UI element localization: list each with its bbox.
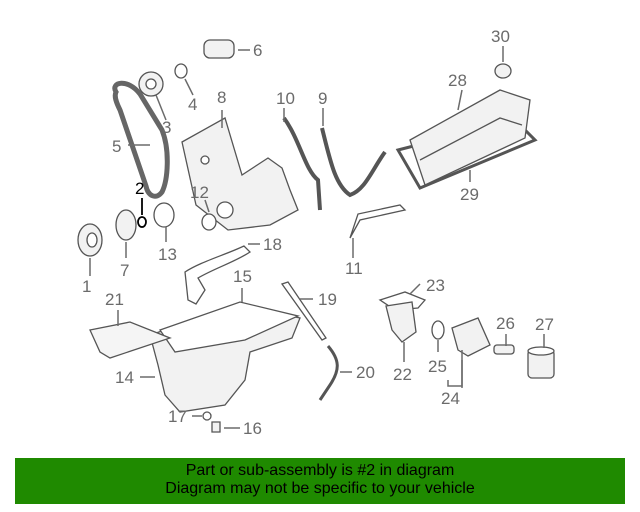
engine-parts-diagram: 1 2 3 4 5 6 7 8 10 9 11 12 13 15 18 19 2… bbox=[77, 27, 555, 438]
callout-4[interactable]: 4 bbox=[188, 95, 197, 114]
callout-26[interactable]: 26 bbox=[496, 314, 515, 333]
oil-pressure-sender bbox=[493, 344, 515, 355]
callout-20[interactable]: 20 bbox=[356, 363, 375, 382]
callout-9[interactable]: 9 bbox=[318, 89, 327, 108]
callout-16[interactable]: 16 bbox=[243, 419, 262, 438]
callout-24[interactable]: 24 bbox=[441, 389, 460, 408]
oil-pan-gasket bbox=[89, 321, 172, 359]
callout-27[interactable]: 27 bbox=[535, 315, 554, 334]
gasket-6 bbox=[203, 39, 235, 59]
banner-line-1: Part or sub-assembly is #2 in diagram bbox=[185, 462, 455, 479]
callout-14[interactable]: 14 bbox=[115, 368, 134, 387]
drain-plug bbox=[211, 421, 221, 433]
callout-29[interactable]: 29 bbox=[460, 185, 479, 204]
front-seal bbox=[153, 202, 175, 228]
callout-2[interactable]: 2 bbox=[135, 179, 144, 198]
gasket-11 bbox=[349, 204, 407, 239]
filter-adapter-seal bbox=[431, 320, 445, 340]
part-2-seal bbox=[137, 216, 147, 228]
dipstick bbox=[280, 281, 327, 341]
oil-pickup-tube bbox=[184, 245, 252, 305]
callout-7[interactable]: 7 bbox=[120, 261, 129, 280]
callout-8[interactable]: 8 bbox=[217, 88, 226, 107]
valve-cover bbox=[409, 89, 531, 186]
callout-25[interactable]: 25 bbox=[428, 357, 447, 376]
oil-pump bbox=[385, 301, 417, 343]
oil-fill-cap bbox=[494, 63, 512, 79]
drain-washer bbox=[202, 411, 212, 421]
diagram-notice-banner: Part or sub-assembly is #2 in diagram Di… bbox=[15, 458, 625, 504]
timing-chain bbox=[112, 80, 170, 199]
callout-30[interactable]: 30 bbox=[491, 27, 510, 46]
callout-1[interactable]: 1 bbox=[82, 277, 91, 296]
gasket-10 bbox=[282, 116, 322, 211]
callout-23[interactable]: 23 bbox=[426, 276, 445, 295]
callout-5[interactable]: 5 bbox=[112, 137, 121, 156]
callout-6[interactable]: 6 bbox=[253, 41, 262, 60]
oil-filter-adapter bbox=[451, 317, 491, 357]
dipstick-tube bbox=[318, 345, 339, 401]
callout-3[interactable]: 3 bbox=[162, 118, 171, 137]
seal-12 bbox=[201, 213, 217, 231]
callout-19[interactable]: 19 bbox=[318, 290, 337, 309]
callout-10[interactable]: 10 bbox=[276, 89, 295, 108]
gasket-9 bbox=[320, 127, 387, 198]
callout-11[interactable]: 11 bbox=[345, 259, 363, 278]
banner-line-2: Diagram may not be specific to your vehi… bbox=[165, 480, 475, 497]
callout-13[interactable]: 13 bbox=[158, 245, 177, 264]
callout-12[interactable]: 12 bbox=[190, 183, 209, 202]
callout-18[interactable]: 18 bbox=[263, 235, 282, 254]
crank-sprocket bbox=[115, 209, 137, 241]
callout-17[interactable]: 17 bbox=[168, 407, 187, 426]
seal-4 bbox=[174, 63, 188, 79]
timing-cover bbox=[181, 117, 299, 231]
callout-22[interactable]: 22 bbox=[393, 365, 412, 384]
callout-28[interactable]: 28 bbox=[448, 71, 467, 90]
callout-15[interactable]: 15 bbox=[233, 267, 252, 286]
callout-21[interactable]: 21 bbox=[105, 290, 124, 309]
